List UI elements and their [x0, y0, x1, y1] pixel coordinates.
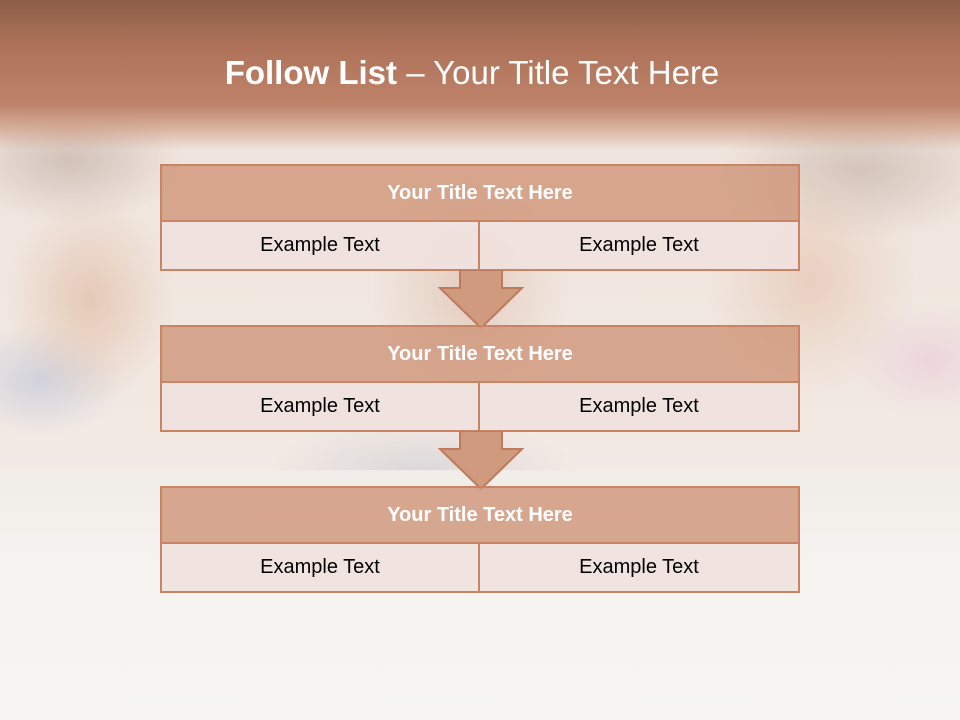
- step-title-3: Your Title Text Here: [160, 486, 800, 544]
- step-1-cell-left: Example Text: [160, 222, 480, 271]
- header-band: [0, 0, 960, 150]
- slide-title-bold: Follow List: [224, 54, 398, 91]
- step-block-1: Your Title Text Here Example Text Exampl…: [160, 164, 800, 271]
- step-cells-2: Example Text Example Text: [160, 383, 800, 432]
- step-2-cell-left: Example Text: [160, 383, 480, 432]
- step-2-cell-right: Example Text: [480, 383, 800, 432]
- step-1-cell-right: Example Text: [480, 222, 800, 271]
- down-arrow-icon: [438, 270, 524, 330]
- step-title-1: Your Title Text Here: [160, 164, 800, 222]
- slide-title: Follow List – Your Title Text Here: [0, 54, 944, 92]
- step-block-3: Your Title Text Here Example Text Exampl…: [160, 486, 800, 593]
- slide-title-rest: – Your Title Text Here: [397, 54, 720, 91]
- down-arrow-icon: [438, 431, 524, 491]
- step-3-cell-left: Example Text: [160, 544, 480, 593]
- step-cells-1: Example Text Example Text: [160, 222, 800, 271]
- step-3-cell-right: Example Text: [480, 544, 800, 593]
- step-cells-3: Example Text Example Text: [160, 544, 800, 593]
- step-block-2: Your Title Text Here Example Text Exampl…: [160, 325, 800, 432]
- step-title-2: Your Title Text Here: [160, 325, 800, 383]
